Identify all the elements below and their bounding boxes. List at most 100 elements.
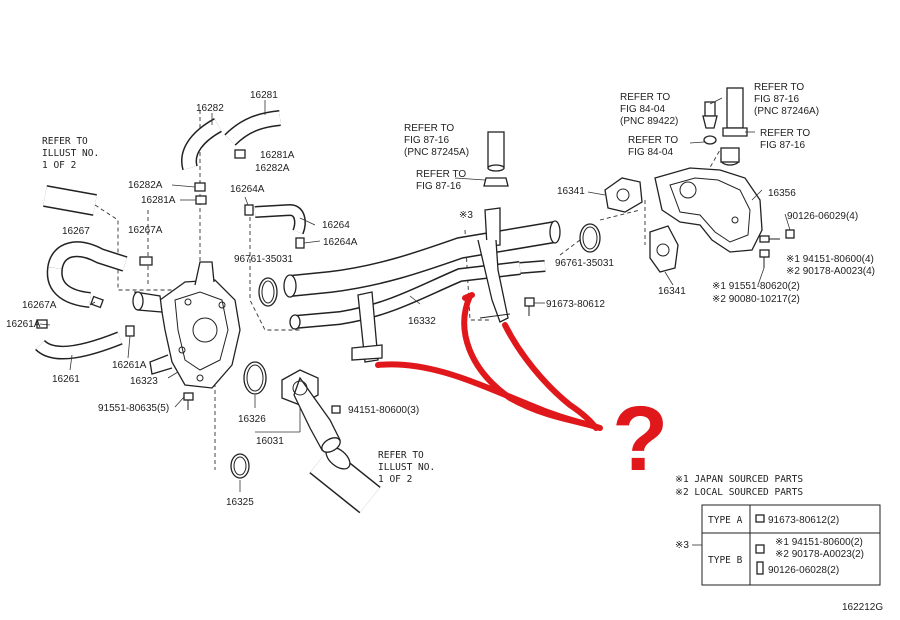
label-leaders (39, 97, 791, 492)
refer-note-illust-top: REFER TO ILLUST NO. 1 OF 2 (42, 136, 99, 171)
type-b-label: TYPE B (708, 555, 743, 566)
type-b-part-2: ※2 90178-A0023(2) (775, 549, 864, 560)
part-label: ※3 (459, 210, 473, 221)
refer-line: 1 OF 2 (42, 160, 76, 171)
hose-16282-16281 (181, 110, 281, 171)
hose-16267 (43, 185, 128, 308)
refer-note-fig-87-16-mid: REFER TO FIG 87-16 (416, 169, 466, 192)
refer-note-fig-84-04-pnc: REFER TO FIG 84-04 (PNC 89422) (620, 92, 678, 127)
refer-line: REFER TO (754, 82, 804, 93)
part-label: 16341 (557, 186, 585, 197)
gasket-16341-top (604, 177, 643, 213)
refer-line: (PNC 87245A) (404, 147, 469, 158)
refer-line: REFER TO (628, 135, 678, 146)
type-a-label: TYPE A (708, 515, 743, 526)
housing-16323 (132, 261, 241, 389)
gaskets (230, 223, 601, 479)
legend-local: ※2 LOCAL SOURCED PARTS (675, 487, 803, 498)
red-stroke (461, 293, 593, 428)
question-mark: ? (612, 388, 668, 490)
part-label: 16267A (128, 225, 163, 236)
refer-line: FIG 87-16 (404, 135, 449, 146)
part-label: 16282A (128, 180, 163, 191)
housing-16356 (654, 147, 763, 253)
type-a-part: 91673-80612(2) (768, 515, 839, 526)
source-legend: ※1 JAPAN SOURCED PARTS ※2 LOCAL SOURCED … (675, 474, 803, 498)
part-label: 16267 (62, 226, 90, 237)
type-b-part-1: ※1 94151-80600(2) (775, 537, 863, 548)
pipe-joint (519, 260, 546, 274)
part-label: 16261A (112, 360, 147, 371)
part-label: ※2 90178-A0023(4) (786, 266, 875, 277)
refer-line: REFER TO (378, 450, 424, 461)
part-label: 16261 (52, 374, 80, 385)
hose-16261 (35, 331, 123, 360)
part-label: 16326 (238, 414, 266, 425)
refer-line: FIG 84-04 (628, 147, 673, 158)
refer-line: ILLUST NO. (378, 462, 435, 473)
refer-line: REFER TO (404, 123, 454, 134)
refer-line: (PNC 89422) (620, 116, 678, 127)
part-label: 16323 (130, 376, 158, 387)
type-b-part-3: 90126-06028(2) (768, 565, 839, 576)
refer-note-illust-bottom: REFER TO ILLUST NO. 1 OF 2 (378, 450, 435, 485)
sensor-parts (702, 87, 748, 145)
part-label: 16261A (6, 319, 41, 330)
part-label: ※1 94151-80600(4) (786, 254, 874, 265)
part-label: ※2 90080-10217(2) (712, 294, 800, 305)
part-label: 16264A (230, 184, 265, 195)
bolt-91673-80612 (524, 297, 535, 316)
part-label: 16281 (250, 90, 278, 101)
part-label: 16281A (141, 195, 176, 206)
part-label: 96761-35031 (234, 254, 293, 265)
type-table: ※3 TYPE A 91673-80612(2) TYPE B ※1 94151… (675, 504, 881, 586)
part-label: 16264 (322, 220, 350, 231)
refer-note-fig-87-16-pnc-b: REFER TO FIG 87-16 (PNC 87246A) (754, 82, 819, 117)
part-label: 90126-06029(4) (787, 211, 858, 222)
part-label: 16341 (658, 286, 686, 297)
part-label: 91673-80612 (546, 299, 605, 310)
refer-line: REFER TO (760, 128, 810, 139)
pipe-16332 (283, 207, 561, 363)
part-label: 16264A (323, 237, 358, 248)
refer-line: (PNC 87246A) (754, 106, 819, 117)
gasket-16341-bottom (649, 225, 679, 273)
part-label: 96761-35031 (555, 258, 614, 269)
refer-line: FIG 87-16 (760, 140, 805, 151)
red-stroke (462, 292, 475, 301)
part-label: 16325 (226, 497, 254, 508)
part-label: 16281A (260, 150, 295, 161)
red-stroke (502, 322, 599, 431)
bolt-91551-80635 (183, 392, 194, 410)
refer-line: REFER TO (620, 92, 670, 103)
part-number-labels: 16282 16281 16281A 16282A 16282A 16281A … (6, 90, 875, 508)
part-label: 16282 (196, 103, 224, 114)
refer-line: FIG 87-16 (416, 181, 461, 192)
part-label: 91551-80635(5) (98, 403, 169, 414)
part-label: 16031 (256, 436, 284, 447)
pipe-stub-top (483, 131, 509, 187)
refer-note-fig-87-16-a: REFER TO FIG 87-16 (PNC 87245A) (404, 123, 469, 158)
refer-line: 1 OF 2 (378, 474, 412, 485)
refer-line: REFER TO (416, 169, 466, 180)
part-label: 16267A (22, 300, 57, 311)
legend-japan: ※1 JAPAN SOURCED PARTS (675, 474, 803, 485)
refer-line: FIG 84-04 (620, 104, 665, 115)
diagram-id: 162212G (842, 602, 883, 613)
hose-lower (309, 446, 381, 514)
type-table-mark: ※3 (675, 540, 689, 551)
part-label: 16332 (408, 316, 436, 327)
part-label: 94151-80600(3) (348, 405, 419, 416)
part-label: 16282A (255, 163, 290, 174)
refer-note-fig-87-16-right: REFER TO FIG 87-16 (760, 128, 810, 151)
refer-note-fig-84-04: REFER TO FIG 84-04 (628, 135, 678, 158)
inlet-16031 (281, 369, 341, 453)
refer-line: ILLUST NO. (42, 148, 99, 159)
refer-line: FIG 87-16 (754, 94, 799, 105)
part-label: 16356 (768, 188, 796, 199)
hose-16264 (254, 203, 306, 235)
red-annotation: ? (375, 292, 668, 490)
part-label: ※1 91551-80620(2) (712, 281, 800, 292)
